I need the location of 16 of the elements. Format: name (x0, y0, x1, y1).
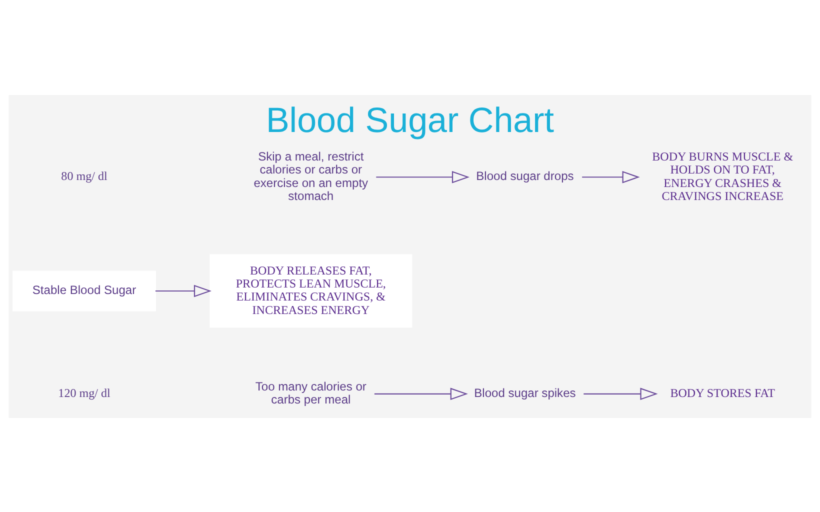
label: 120 mg/ dl (58, 385, 110, 400)
node-text: BODY BURNS MUSCLE & HOLDS ON TO FAT, ENERGY CRASHES & CRAVINGS INCREASE (652, 148, 794, 202)
node-box: BODY RELEASES FAT, PROTECTS LEAN MUSCLE, ELIMINATES CRAVINGS, & INCREASES ENERGY (210, 254, 412, 328)
arrow (155, 284, 212, 297)
label: 80 mg/ dl (61, 168, 108, 183)
node-text: Skip a meal, restrict calories or carbs or exercise on an empty stomach (254, 148, 368, 202)
node-text: BODY STORES FAT (670, 385, 775, 400)
node-text: Blood sugar drops (476, 168, 574, 183)
node-text: Blood sugar spikes (474, 385, 576, 400)
arrow (582, 170, 640, 183)
arrow (584, 387, 658, 400)
node-box: Stable Blood Sugar (12, 270, 156, 311)
diagram-title: Blood Sugar Chart (266, 100, 554, 140)
node-text: Too many calories or carbs per meal (255, 378, 366, 406)
arrow (374, 387, 468, 400)
arrow (376, 170, 470, 183)
